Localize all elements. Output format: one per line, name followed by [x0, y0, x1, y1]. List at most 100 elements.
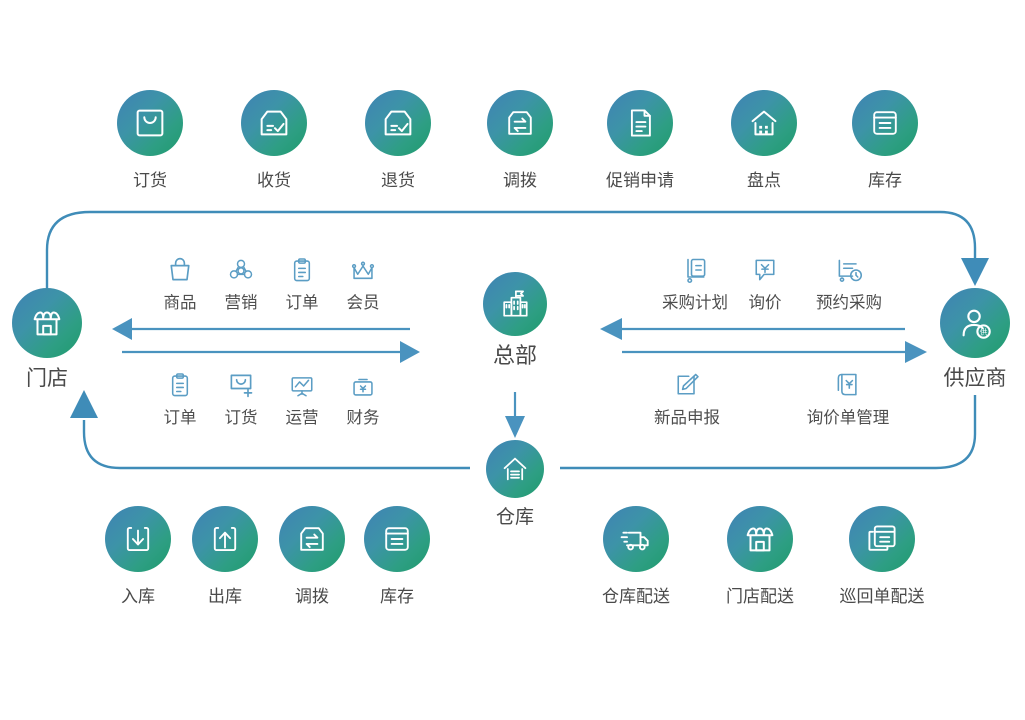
- transfer-box-arrows-icon: [487, 90, 553, 156]
- hub-supplier[interactable]: 供 供应商: [940, 288, 1010, 390]
- chip-bl-0[interactable]: 入库: [78, 506, 198, 607]
- chip-bl-1[interactable]: 出库: [165, 506, 285, 607]
- shopping-bag-icon: [137, 252, 223, 284]
- mini-store-up-0[interactable]: 商品: [137, 252, 223, 313]
- chip-top-3[interactable]: 调拨: [460, 90, 580, 191]
- chip-label: 入库: [121, 587, 155, 607]
- mini-store-up-3[interactable]: 会员: [320, 252, 406, 313]
- mini-store-up-2[interactable]: 订单: [259, 252, 345, 313]
- mini-label: 采购计划: [662, 293, 728, 312]
- mini-store-low-2[interactable]: 运营: [259, 367, 345, 428]
- mini-store-low-1[interactable]: 订货: [198, 367, 284, 428]
- hq-to-supplier-arrowhead: [905, 341, 927, 363]
- chip-label: 库存: [868, 171, 902, 191]
- chip-label: 促销申请: [606, 171, 674, 191]
- chip-label: 出库: [208, 587, 242, 607]
- chip-label: 订货: [133, 171, 167, 191]
- chip-label: 库存: [380, 587, 414, 607]
- mini-label: 商品: [163, 293, 197, 312]
- hub-warehouse[interactable]: 仓库: [486, 440, 544, 528]
- transfer-box-arrows-icon: [279, 506, 345, 572]
- mini-label: 会员: [346, 293, 380, 312]
- mini-label: 预约采购: [816, 293, 882, 312]
- chip-label: 盘点: [747, 171, 781, 191]
- chip-top-4[interactable]: 促销申请: [580, 90, 700, 191]
- inquiry-sheet-yen-icon: [788, 367, 908, 399]
- chip-top-2[interactable]: 退货: [338, 90, 458, 191]
- mini-label: 订单: [163, 408, 197, 427]
- chip-top-0[interactable]: 订货: [90, 90, 210, 191]
- chip-br-0[interactable]: 仓库配送: [576, 506, 696, 607]
- hq-to-store-arrowhead: [112, 318, 132, 340]
- route-sheets-icon: [849, 506, 915, 572]
- mini-sup-low-0[interactable]: 新品申报: [637, 367, 737, 428]
- mini-label: 订单: [285, 293, 319, 312]
- mini-label: 询价单管理: [806, 408, 890, 427]
- mini-store-up-1[interactable]: 营销: [198, 252, 284, 313]
- order-box-plus-icon: [117, 90, 183, 156]
- chip-top-1[interactable]: 收货: [214, 90, 334, 191]
- return-box-check-icon: [365, 90, 431, 156]
- receive-box-check-icon: [241, 90, 307, 156]
- mini-label: 询价: [748, 293, 782, 312]
- mini-sup-up-1[interactable]: 询价: [733, 252, 797, 313]
- chip-label: 收货: [257, 171, 291, 191]
- mini-label: 订货: [224, 408, 258, 427]
- chip-bl-2[interactable]: 调拨: [252, 506, 372, 607]
- chip-label: 门店配送: [726, 587, 794, 607]
- chip-label: 仓库配送: [602, 587, 670, 607]
- mini-sup-up-0[interactable]: 采购计划: [645, 252, 745, 313]
- arrow-into-supplier: [961, 258, 989, 286]
- warehouse-icon: [486, 440, 544, 498]
- chip-top-5[interactable]: 盘点: [704, 90, 824, 191]
- store-to-hq-arrowhead: [400, 341, 420, 363]
- mini-sup-up-2[interactable]: 预约采购: [798, 252, 900, 313]
- mini-label: 财务: [346, 408, 380, 427]
- chip-br-2[interactable]: 巡回单配送: [822, 506, 942, 607]
- inventory-box-lines-icon: [364, 506, 430, 572]
- chip-label: 调拨: [295, 587, 329, 607]
- mini-store-low-0[interactable]: 订单: [137, 367, 223, 428]
- loop-bottom-right-path: [560, 395, 977, 470]
- crown-member-icon: [320, 252, 406, 284]
- mini-label: 运营: [285, 408, 319, 427]
- mini-store-low-3[interactable]: 财务: [320, 367, 406, 428]
- clipboard-order-icon: [137, 367, 223, 399]
- inventory-box-lines-icon: [852, 90, 918, 156]
- clipboard-order-icon: [259, 252, 345, 284]
- svg-text:供: 供: [980, 326, 988, 336]
- storefront-icon: [727, 506, 793, 572]
- hub-label: 仓库: [495, 506, 534, 528]
- chip-label: 退货: [381, 171, 415, 191]
- storefront-icon: [12, 288, 82, 358]
- order-box-plus-icon: [198, 367, 284, 399]
- chip-bl-3[interactable]: 库存: [337, 506, 457, 607]
- mini-sup-low-1[interactable]: 询价单管理: [788, 367, 908, 428]
- finance-yen-case-icon: [320, 367, 406, 399]
- mini-label: 营销: [224, 293, 258, 312]
- purchase-plan-cart-icon: [645, 252, 745, 284]
- hub-store[interactable]: 门店: [12, 288, 82, 390]
- hub-label: 门店: [26, 366, 68, 390]
- mini-label: 新品申报: [654, 408, 720, 427]
- supplier-person-icon: 供: [940, 288, 1010, 358]
- operations-chart-icon: [259, 367, 345, 399]
- new-product-pencil-icon: [637, 367, 737, 399]
- chip-br-1[interactable]: 门店配送: [700, 506, 820, 607]
- marketing-people-icon: [198, 252, 284, 284]
- hub-headquarters[interactable]: 总部: [483, 272, 547, 369]
- chip-label: 调拨: [503, 171, 537, 191]
- delivery-truck-icon: [603, 506, 669, 572]
- inquiry-yen-bubble-icon: [733, 252, 797, 284]
- chip-top-6[interactable]: 库存: [825, 90, 945, 191]
- chip-label: 巡回单配送: [839, 587, 925, 607]
- scheduled-purchase-cart-icon: [798, 252, 900, 284]
- promotion-document-icon: [607, 90, 673, 156]
- hub-label: 供应商: [943, 366, 1007, 390]
- outbound-arrow-up-icon: [192, 506, 258, 572]
- hub-label: 总部: [492, 344, 537, 369]
- stocktake-warehouse-icon: [731, 90, 797, 156]
- hq-to-warehouse-arrowhead: [505, 416, 525, 438]
- headquarters-building-icon: [483, 272, 547, 336]
